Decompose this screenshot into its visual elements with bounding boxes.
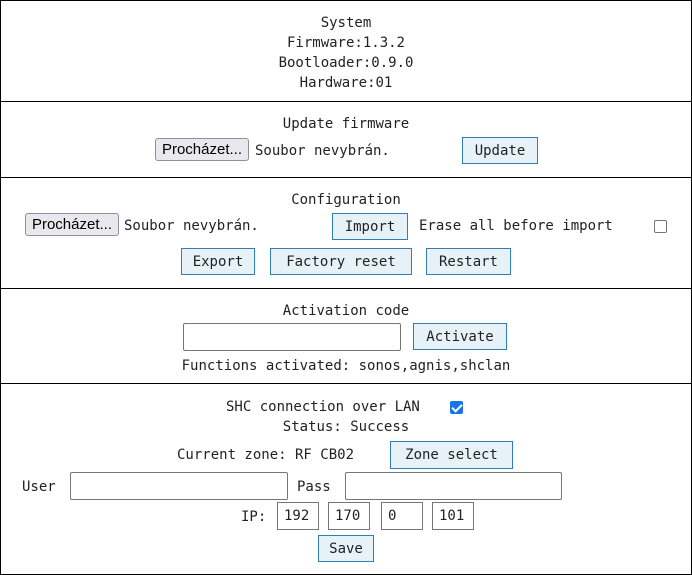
ip-octet-2[interactable]: 170 <box>328 502 370 530</box>
activate-button[interactable]: Activate <box>413 323 507 350</box>
activation-code-input[interactable] <box>183 323 401 351</box>
pass-input[interactable] <box>345 472 562 500</box>
configuration-section: Configuration Procházet... Soubor nevybr… <box>1 178 691 289</box>
shc-section: SHC connection over LAN Status: Success … <box>1 384 691 574</box>
shc-connection-checkbox[interactable] <box>450 401 463 414</box>
ip-octet-3[interactable]: 0 <box>381 502 423 530</box>
pass-label: Pass <box>297 479 331 495</box>
restart-button[interactable]: Restart <box>426 248 511 275</box>
activation-title: Activation code <box>282 303 410 319</box>
ip-label: IP: <box>241 509 267 525</box>
update-button[interactable]: Update <box>462 137 538 164</box>
user-label: User <box>22 479 56 495</box>
firmware-browse-button[interactable]: Procházet... <box>155 138 249 161</box>
shc-status: Status: Success <box>282 419 410 435</box>
import-button[interactable]: Import <box>332 213 408 240</box>
factory-reset-button[interactable]: Factory reset <box>270 248 412 275</box>
erase-before-import-checkbox[interactable] <box>654 220 667 233</box>
config-file-status: Soubor nevybrán. <box>124 218 259 234</box>
shc-connection-label: SHC connection over LAN <box>226 399 420 415</box>
functions-activated: Functions activated: sonos,agnis,shclan <box>181 358 511 374</box>
config-browse-button[interactable]: Procházet... <box>25 213 119 236</box>
firmware-file-status: Soubor nevybrán. <box>255 143 390 159</box>
erase-before-import-label: Erase all before import <box>419 218 613 234</box>
export-button[interactable]: Export <box>181 248 255 275</box>
current-zone: Current zone: RF CB02 <box>177 447 355 463</box>
zone-select-button[interactable]: Zone select <box>390 441 513 469</box>
update-firmware-section: Update firmware Procházet... Soubor nevy… <box>1 102 691 178</box>
save-button[interactable]: Save <box>318 535 374 562</box>
update-firmware-title: Update firmware <box>282 116 410 132</box>
firmware-version: Firmware:1.3.2 <box>286 35 405 51</box>
ip-octet-4[interactable]: 101 <box>432 502 474 530</box>
configuration-title: Configuration <box>291 192 401 208</box>
hardware-version: Hardware:01 <box>299 75 393 91</box>
bootloader-version: Bootloader:0.9.0 <box>278 55 414 71</box>
user-input[interactable] <box>70 472 288 500</box>
ip-octet-1[interactable]: 192 <box>277 502 319 530</box>
activation-section: Activation code Activate Functions activ… <box>1 289 691 384</box>
system-section: System Firmware:1.3.2 Bootloader:0.9.0 H… <box>1 1 691 102</box>
system-title: System <box>320 15 372 31</box>
